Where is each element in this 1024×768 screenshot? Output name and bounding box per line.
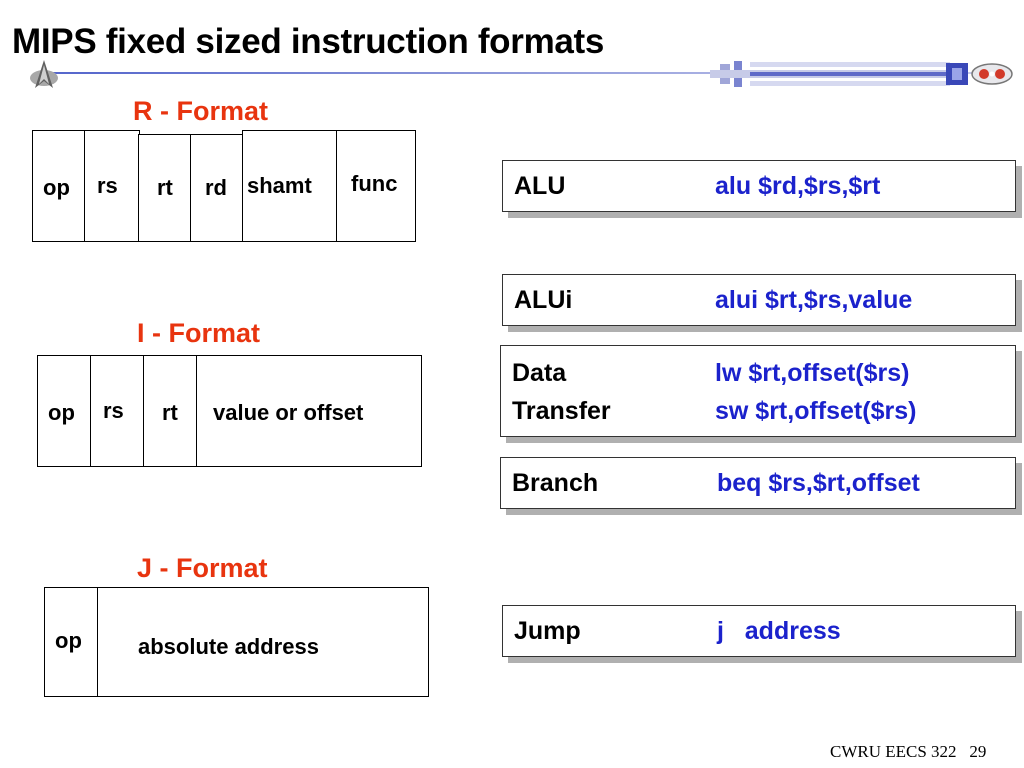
header-rule [52,72,976,74]
r-field-shamt: shamt [242,130,338,242]
starfleet-logo-icon [30,60,58,88]
r-field-rt: rt [138,134,192,242]
i-field-rt: rt [143,355,198,467]
i-field-value-or-offset: value or offset [196,355,422,467]
i-field-op: op [37,355,92,467]
instruction-example: alui $rt,$rs,value [715,286,913,314]
r-field-op: op [32,130,86,242]
instruction-card-alu: ALU alu $rd,$rs,$rt [502,160,1016,212]
j-field-absolute-address: absolute address [97,587,429,697]
instruction-type: Data [512,359,567,387]
footer-page-number: 29 [969,742,987,761]
instruction-card-data-transfer: Data Transfer lw $rt,offset($rs) sw $rt,… [500,345,1016,437]
r-field-rs: rs [84,130,140,242]
instruction-type: Branch [512,469,599,497]
starship-icon [710,61,1013,87]
instruction-type: Jump [514,617,581,645]
r-format-title: R - Format [133,96,268,126]
j-format-title: J - Format [137,553,268,583]
i-format-title: I - Format [137,318,261,348]
instruction-type: ALU [514,172,566,200]
instruction-example: j address [717,617,841,645]
slide-title: MIPS fixed sized instruction formats [12,22,605,61]
instruction-card-alui: ALUi alui $rt,$rs,value [502,274,1016,326]
r-field-func: func [336,130,416,242]
instruction-example-line2: sw $rt,offset($rs) [715,397,917,425]
instruction-type-line2: Transfer [512,397,611,425]
i-field-rs: rs [90,355,145,467]
instruction-card-branch: Branch beq $rs,$rt,offset [500,457,1016,509]
instruction-card-jump: Jump j address [502,605,1016,657]
slide-footer: CWRU EECS 322 29 [830,742,986,762]
j-field-op: op [44,587,99,697]
footer-course: CWRU EECS 322 [830,742,957,761]
instruction-example: lw $rt,offset($rs) [715,359,910,387]
r-field-rd: rd [190,134,244,242]
instruction-example: alu $rd,$rs,$rt [715,172,881,200]
instruction-type: ALUi [514,286,573,314]
instruction-example: beq $rs,$rt,offset [717,469,920,497]
